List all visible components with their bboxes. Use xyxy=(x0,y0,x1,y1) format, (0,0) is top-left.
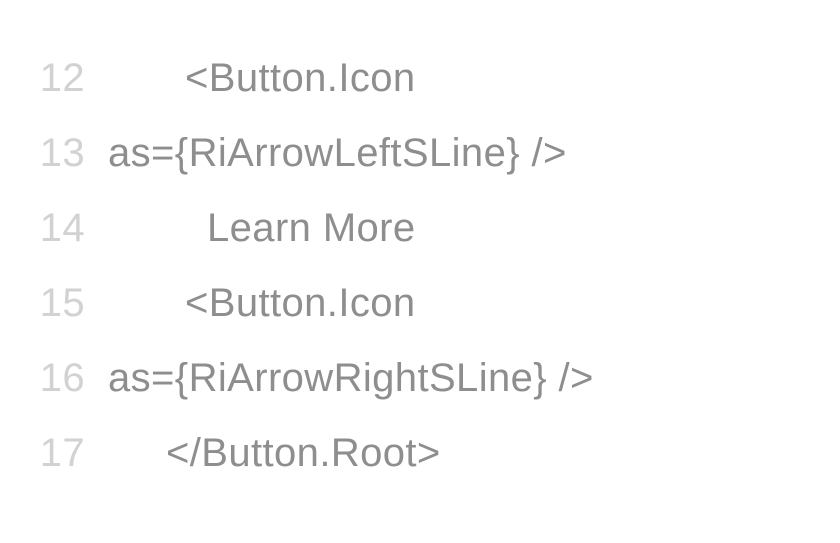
code-line: 14 Learn More xyxy=(0,190,840,265)
code-line: 16 as={RiArrowRightSLine} /> xyxy=(0,340,840,415)
code-text: <Button.Icon xyxy=(185,280,416,325)
code-text: Learn More xyxy=(207,205,416,250)
code-text: </Button.Root> xyxy=(166,430,441,475)
code-line: 12 <Button.Icon xyxy=(0,40,840,115)
line-number: 17 xyxy=(39,430,85,475)
line-number: 13 xyxy=(39,130,85,175)
code-line: 13 as={RiArrowLeftSLine} /> xyxy=(0,115,840,190)
code-text: as={RiArrowRightSLine} /> xyxy=(108,355,594,400)
line-number: 12 xyxy=(39,55,85,100)
line-number: 16 xyxy=(39,355,85,400)
line-number: 15 xyxy=(39,280,85,325)
code-viewer: 12 <Button.Icon 13 as={RiArrowLeftSLine}… xyxy=(0,40,840,490)
code-text: <Button.Icon xyxy=(185,55,416,100)
code-line: 15 <Button.Icon xyxy=(0,265,840,340)
line-number: 14 xyxy=(39,205,85,250)
code-line: 17 </Button.Root> xyxy=(0,415,840,490)
code-text: as={RiArrowLeftSLine} /> xyxy=(108,130,567,175)
